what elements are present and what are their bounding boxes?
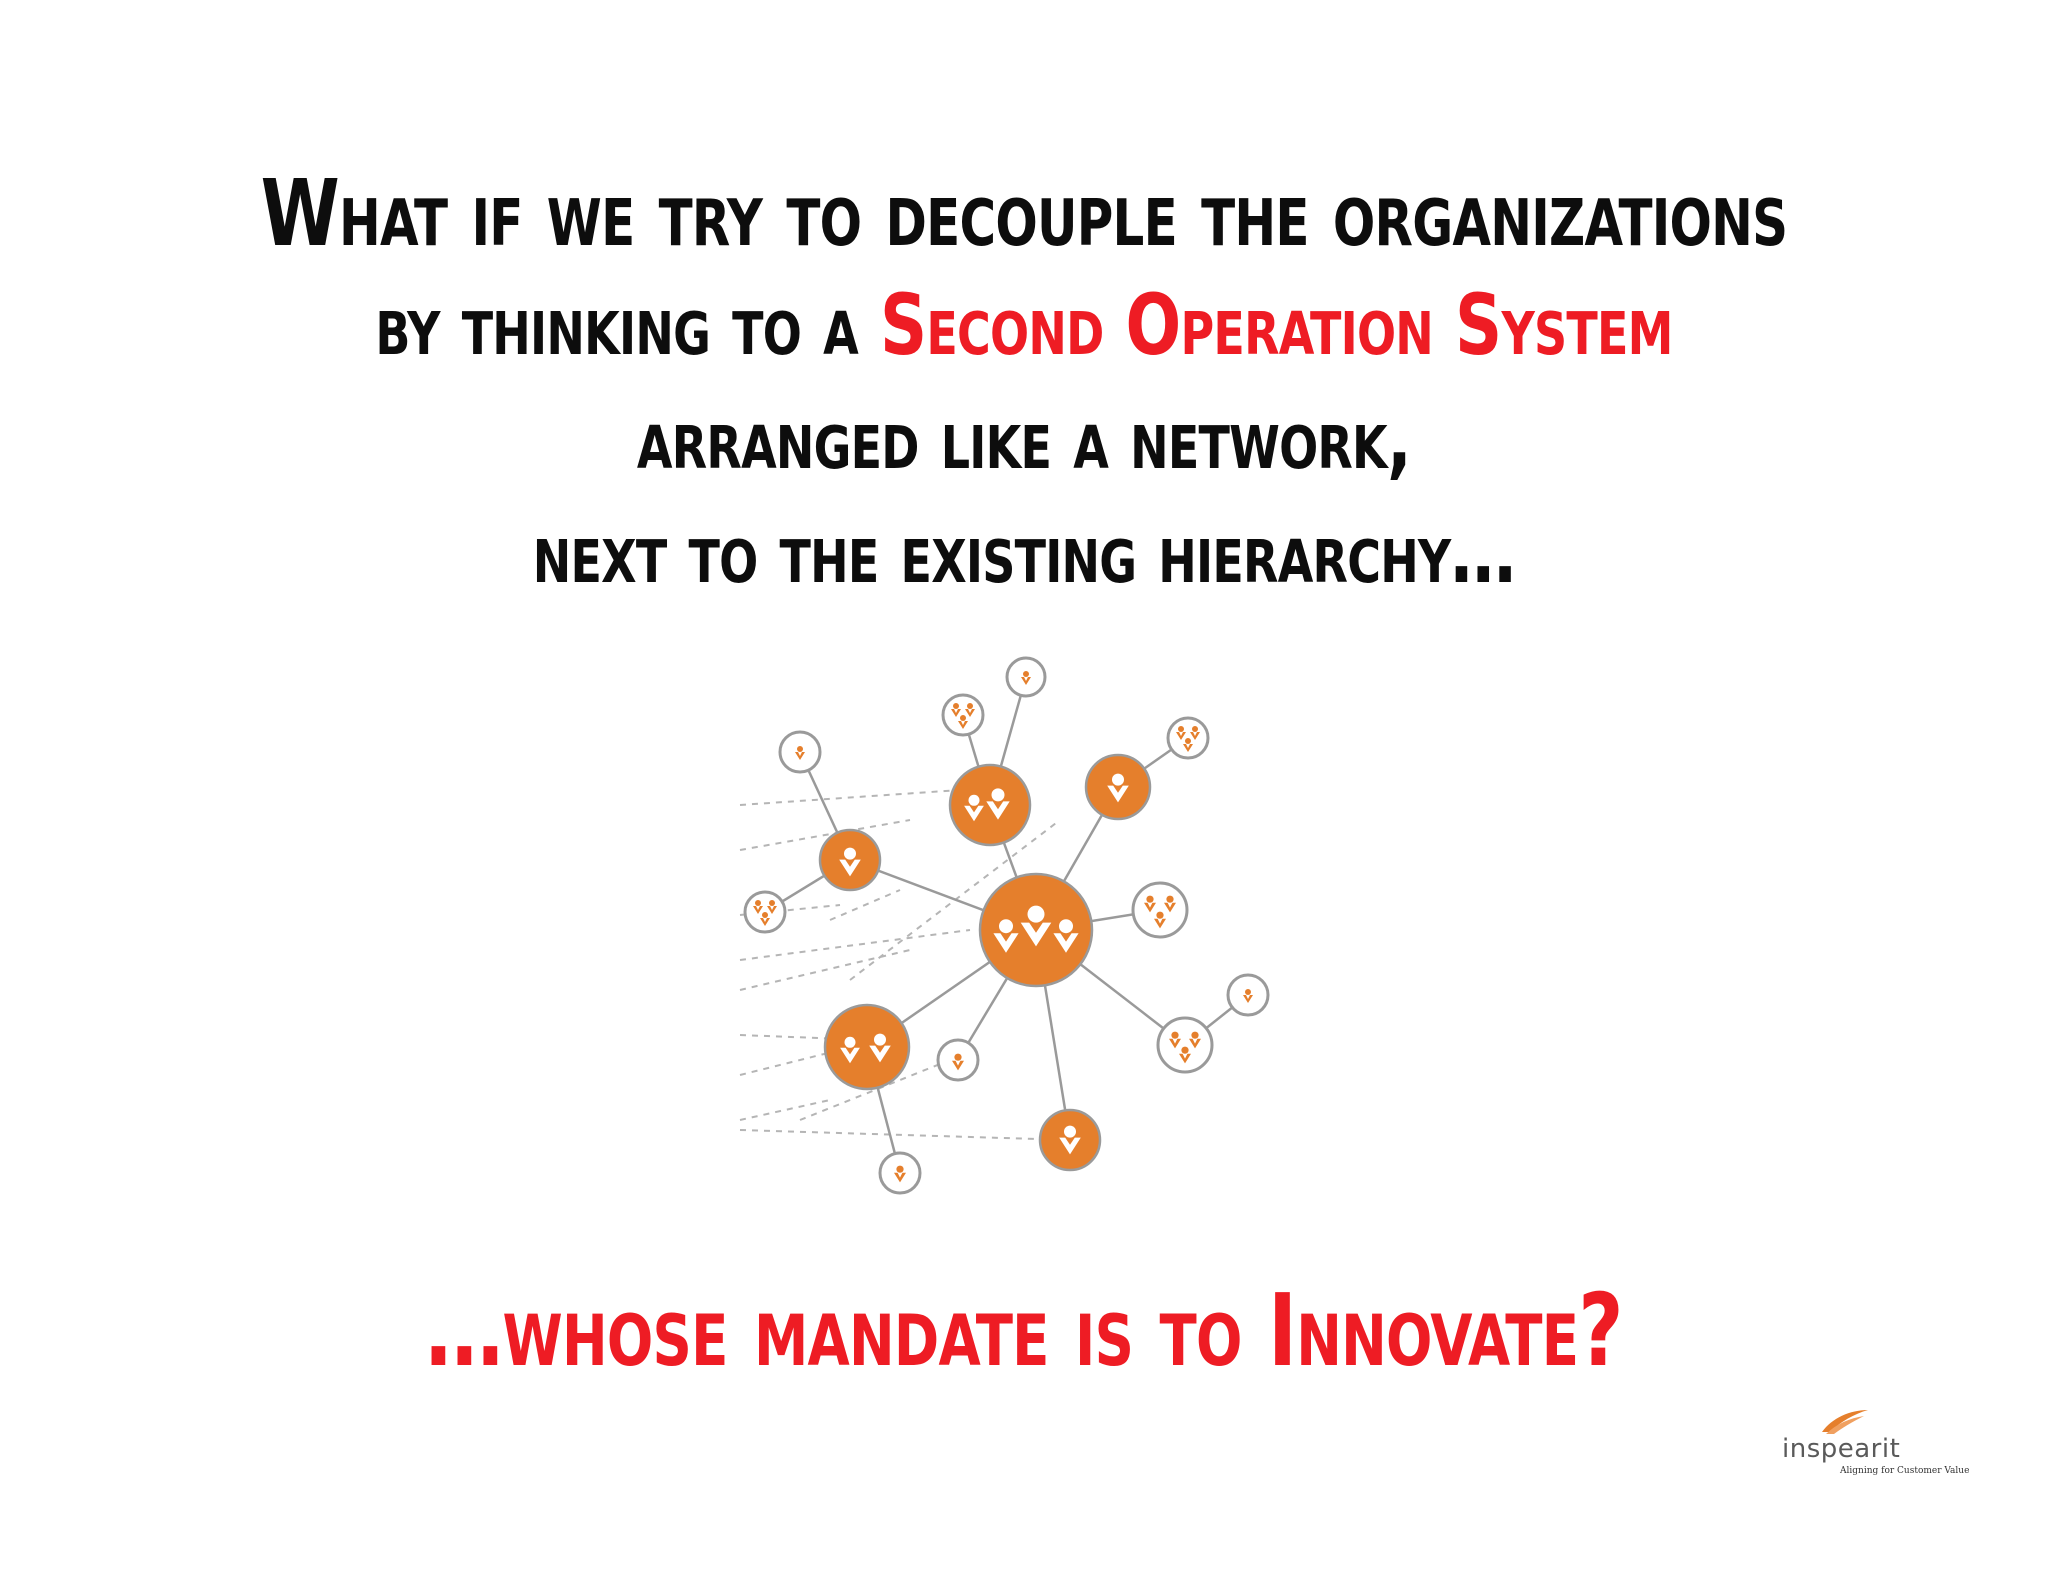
headline-line-4-text: next to the existing hierarchy… <box>532 504 1516 602</box>
closing-question: …whose mandate is to Innovate? <box>225 1272 1822 1389</box>
headline-line-3-text: arranged like a network, <box>636 390 1412 488</box>
headline-line-2: by thinking to a Second Operation System <box>225 276 1822 374</box>
closing-question-text: …whose mandate is to <box>425 1272 1268 1389</box>
inspearit-logo: inspearit Aligning for Customer Value <box>1780 1408 1980 1478</box>
logo-name: inspearit <box>1782 1434 1901 1464</box>
headline-line-4: next to the existing hierarchy… <box>225 504 1822 602</box>
highlight-second-operation-system: Second Operation System <box>879 276 1673 374</box>
headline-line-1-text: What if we try to decouple the organizat… <box>260 160 1788 267</box>
logo-tagline: Aligning for Customer Value <box>1840 1466 1970 1476</box>
innovate-emphasis: Innovate? <box>1267 1272 1623 1389</box>
headline-line-1: What if we try to decouple the organizat… <box>225 160 1822 267</box>
headline-line-2-text: by thinking to a <box>375 276 880 374</box>
people-network-icon <box>739 656 1270 1195</box>
swoosh-logo-icon <box>1822 1410 1868 1434</box>
headline-line-3: arranged like a network, <box>225 390 1822 488</box>
